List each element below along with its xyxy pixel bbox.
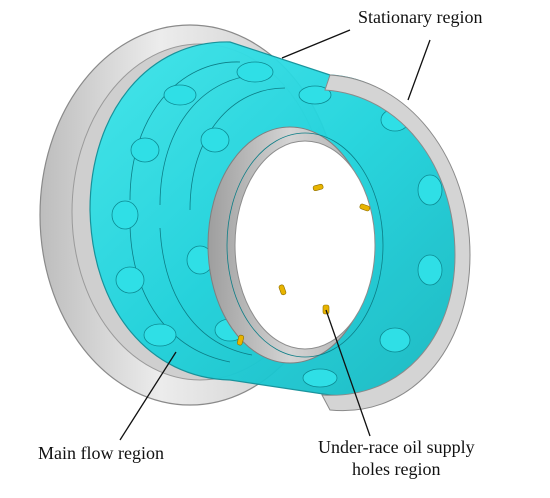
under-race-label-line1: Under-race oil supply (318, 437, 475, 457)
main-flow-region-label: Main flow region (38, 443, 164, 463)
leader-stationary-2 (407, 39, 431, 101)
leader-under-race (325, 309, 371, 437)
stationary-region-label: Stationary region (358, 7, 483, 27)
leader-main-flow (119, 351, 177, 441)
rolling-element-pockets (111, 61, 443, 388)
stationary-region-front (321, 74, 471, 412)
inner-bore (207, 126, 384, 364)
leader-lines (119, 29, 431, 441)
under-race-oil-supply-label: Under-race oil supply holes region (318, 436, 475, 480)
under-race-label-line2: holes region (352, 459, 441, 479)
leader-stationary-1 (281, 29, 351, 59)
under-race-oil-holes (236, 183, 371, 346)
